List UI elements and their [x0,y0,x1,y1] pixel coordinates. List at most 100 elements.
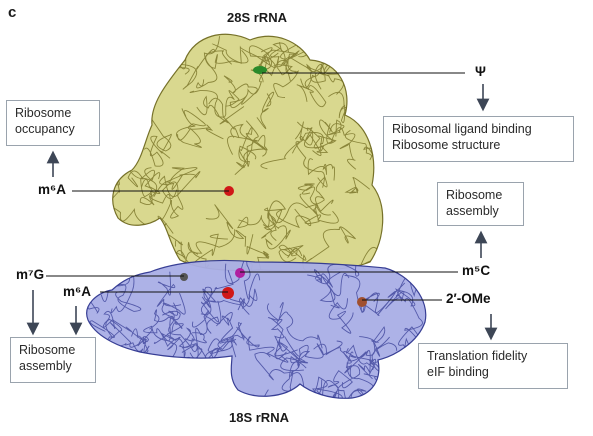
rna-strand [330,34,371,53]
rna-strand [304,203,339,225]
rna-strand [254,351,301,381]
rna-strand [239,126,267,165]
rna-strand [178,327,207,348]
rna-strand [178,46,215,90]
psi-function-box: Ribosomal ligand binding Ribosome struct… [383,116,574,162]
rna-strand [200,297,250,325]
rna-strand [139,178,161,206]
rna-strand [187,310,210,368]
rna-strand [313,269,350,297]
rna-strand [234,120,259,175]
psi-function-line-1: Ribosomal ligand binding [392,122,532,136]
rna-strand [196,50,233,89]
rna-strand [302,34,345,55]
rna-strand [122,36,168,59]
small-subunit-body [86,259,427,399]
rna-strand [118,353,148,388]
rna-strand [283,244,313,272]
rna-strand [153,370,181,399]
rna-strand [189,90,240,139]
rna-strand [307,158,336,181]
rna-strand [200,269,234,334]
large-subunit-title: 28S rRNA [227,10,287,25]
rna-strand [345,34,363,68]
rna-strand [275,339,309,371]
rna-strand [143,135,171,167]
m6a-large-label: m⁶A [38,182,66,197]
rna-strand [128,226,166,272]
rna-strand [344,275,406,317]
rna-strand [112,103,147,131]
rna-strand [344,350,369,379]
rna-strand [264,217,291,250]
rna-strand [139,34,168,42]
m5c-site-marker [235,268,245,278]
rna-strand [168,302,199,353]
rna-strand [281,50,324,82]
rna-strand [161,358,182,381]
rna-strand [256,91,275,130]
rna-strand [330,3,376,32]
occupancy-function-box: Ribosome occupancy [6,100,100,146]
rna-strand [306,119,335,149]
ome-function-box: Translation fidelity eIF binding [418,343,568,389]
two-ome-site-marker [357,297,367,307]
rna-strand [156,271,182,307]
rna-strand [140,177,174,234]
large-subunit-28s [112,3,384,272]
rna-strand [211,43,276,69]
arrows [26,84,498,341]
rna-strand [208,90,240,118]
rna-strand [315,176,334,213]
rna-strand [108,353,137,394]
rna-strand [109,322,153,348]
rna-strand [328,91,354,124]
rna-strand [115,272,142,312]
rna-strand [112,110,134,146]
rna-strand [363,357,396,396]
rna-strand [236,215,273,239]
psi-site-marker [253,66,267,74]
rna-strand [276,311,323,349]
rna-strand [313,343,376,396]
rna-strand [149,309,181,330]
small-assembly-function-line-1: Ribosome [19,343,76,357]
ome-function-line-1: Translation fidelity [427,349,528,363]
rna-strand [297,183,325,205]
rna-strand [294,121,329,153]
small-assembly-function-line-2: assembly [19,359,72,373]
small-assembly-function-box: Ribosome assembly [10,337,96,383]
psi-label: Ψ [475,64,486,79]
rna-strand [304,226,356,264]
rna-strand [210,326,245,354]
psi-function-line-2: Ribosome structure [392,138,501,152]
rna-strand [260,141,325,188]
large-subunit-body [112,33,384,272]
rna-strand [166,361,209,387]
rna-strand [159,171,201,198]
m7g-label: m⁷G [16,267,45,282]
rna-strand [316,380,343,399]
rna-strand [359,326,390,357]
rna-strand [229,288,258,311]
rna-strand [307,262,360,285]
rna-strand [216,312,237,343]
rna-strand [203,36,249,69]
rna-strand [241,333,289,363]
rna-strand [161,181,184,219]
rna-strand [273,50,307,98]
rna-strand [284,336,343,359]
rna-strand [179,387,229,399]
rna-strand [344,130,377,162]
rna-strand [330,127,357,170]
rna-strand [262,200,287,241]
occupancy-function-line-2: occupancy [15,122,75,136]
m6a-small-label: m⁶A [63,284,91,299]
rna-strand [248,45,279,83]
ome-function-line-2: eIF binding [427,365,489,379]
m5c-function-line-2: assembly [446,204,499,218]
rna-strand [270,302,284,346]
rna-strand [358,340,379,380]
m7g-site-marker [180,273,188,281]
two-ome-label: 2′-OMe [446,291,491,306]
